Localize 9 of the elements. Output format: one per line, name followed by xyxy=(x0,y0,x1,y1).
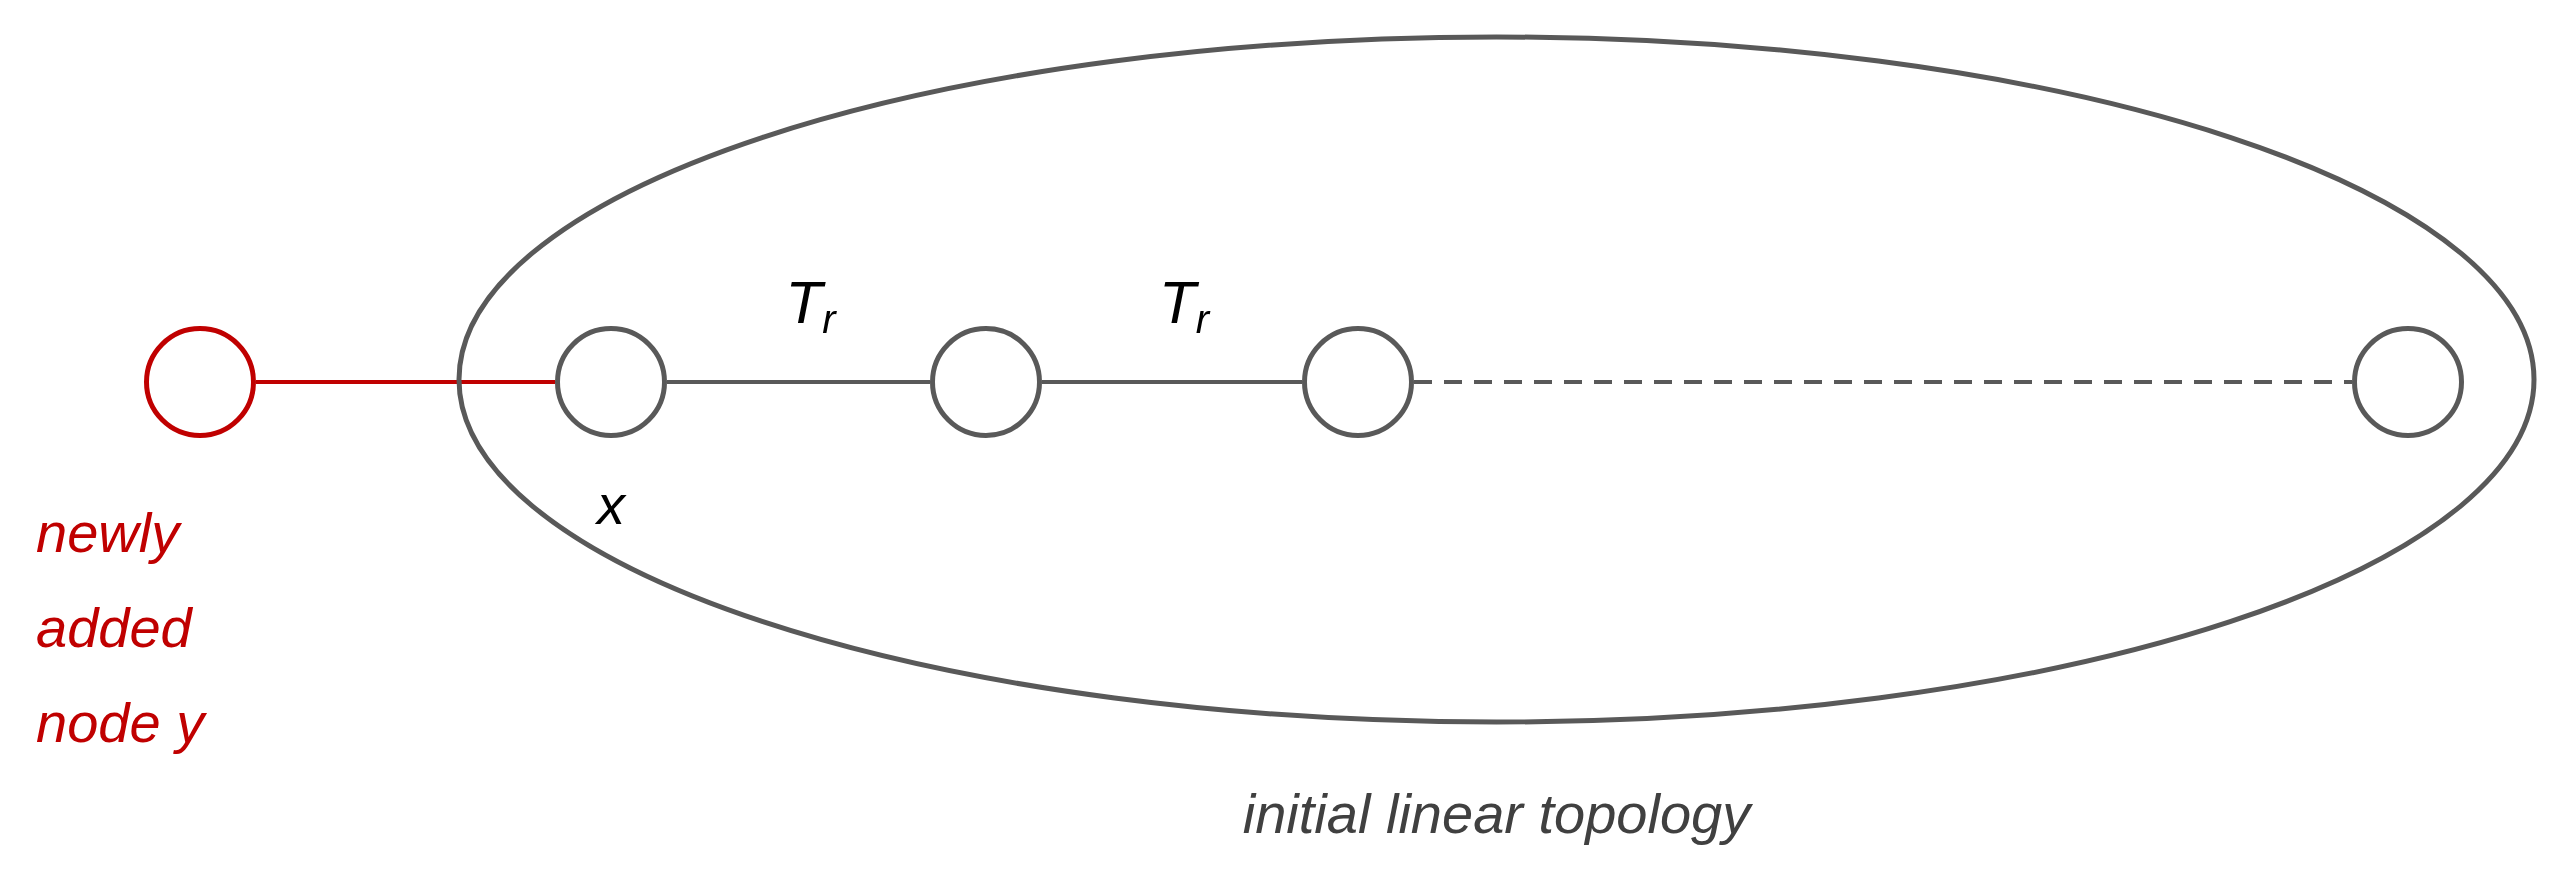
connector-line xyxy=(667,380,930,384)
node-label: newly added node y xyxy=(36,500,208,756)
edge-label: T$_{r}$ xyxy=(1159,268,1209,342)
node-label: x xyxy=(597,472,628,538)
edge-label: T$_{r}$ xyxy=(785,268,836,342)
connector-line xyxy=(256,380,555,384)
group-caption: initial linear topology xyxy=(1241,781,1754,846)
connector-line xyxy=(1042,380,1302,384)
connector-line xyxy=(1414,380,2352,384)
